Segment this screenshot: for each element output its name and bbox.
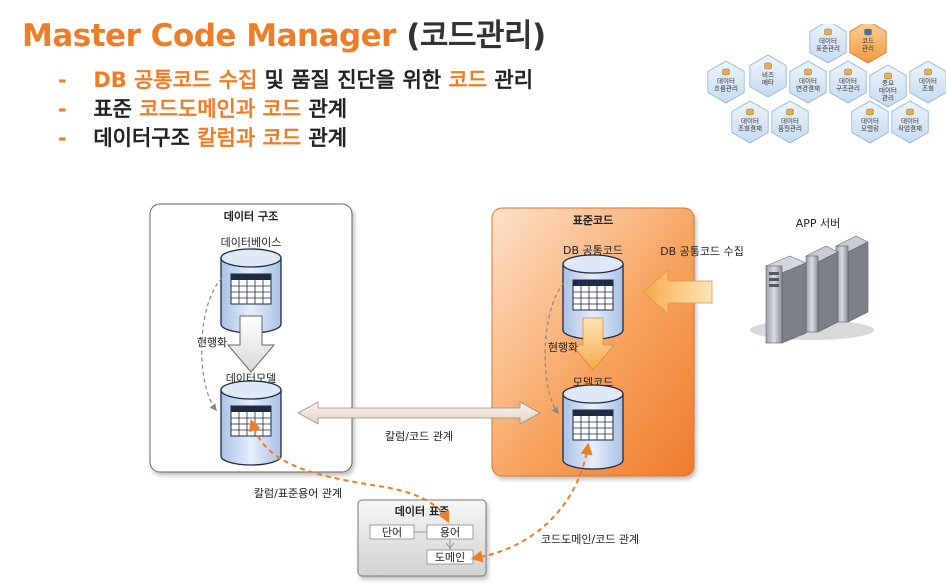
key-data-icon [884,72,892,80]
db-collect-label: DB 공통코드 수집 [660,245,744,258]
hex-menu-label: 관리 [882,93,894,102]
hex-menu-label: 조회결재 [738,124,762,133]
database-cylinder-icon [220,248,282,334]
model-code-cylinder-icon [562,384,624,470]
hex-menu-label: 데이터 [919,76,937,85]
hex-menu-label: 표준관리 [816,44,840,53]
bullet-item: - DB 공통코드 수집 및 품질 진단을 위한 코드 관리 [58,66,533,95]
change-approval-icon [804,68,812,76]
hex-menu-label: 데이터 [861,116,879,125]
bullet-item: - 데이터구조 칼럼과 코드 관계 [58,124,533,153]
bullet-text-part: 표준 [93,97,140,121]
bullet-text-part: 관계 [301,126,348,150]
code-domain-dashed-arrow [470,442,593,563]
lookup-icon [924,68,932,76]
db-code-label: DB 공통코드 [563,244,623,257]
hex-menu-label: 데이터 [741,116,759,125]
materialize-orange-down-arrow [571,317,615,371]
materialize-down-arrow [226,315,276,373]
domain-label: 도메인 [435,551,465,564]
bullet-text-part: 관리 [487,68,534,92]
database-label: 데이터베이스 [221,236,282,249]
bullet-item: - 표준 코드도메인과 코드 관계 [58,95,533,124]
materialize-dashed-arrow-right [544,282,565,415]
structure-icon [844,68,852,76]
flow-icon [722,68,730,76]
hex-menu-label: 흐름관리 [714,84,738,93]
biz-meta-icon [764,62,772,70]
bullet-text-part: 및 품질 진단을 위한 [257,68,449,92]
hex-menu-label: 데이터 [879,86,897,95]
bullet-text-part: 칼럼과 코드 [197,126,302,150]
data-structure-title: 데이터 구조 [224,209,278,223]
column-term-relation-label: 칼럼/표준용어 관계 [254,487,342,500]
materialize-label-right: 현행화 [548,341,578,354]
hex-menu-item[interactable]: 코드관리 [849,24,887,64]
hex-menu-label: 조회 [922,85,934,93]
hex-menu-label: 데이터 [799,76,817,85]
hex-menu-label: 데이터 [839,76,857,85]
title-sub: (코드관리) [406,18,546,54]
hex-menu-label: 모델링 [861,125,879,133]
hex-menu-label: 데이터 [781,116,799,125]
hex-menu-label: 작업결재 [898,124,922,133]
hex-menu-label: 구조관리 [836,84,860,93]
modeling-icon [866,108,874,116]
hex-menu-label: 관리 [862,44,874,53]
standard-code-title: 표준코드 [573,214,613,227]
app-server-icon [750,235,874,344]
quality-icon [786,108,794,116]
hex-menu-label: 데이터 [717,76,735,85]
materialize-dashed-arrow-left [201,277,223,412]
code-icon [864,28,872,36]
bullet-text-part: 코드 [448,68,488,92]
hex-menu-label: 메타 [762,78,774,87]
code-domain-relation-label: 코드도메인/코드 관계 [541,533,639,546]
column-term-dashed-arrow [249,419,450,524]
job-approval-icon [906,108,914,116]
bullet-text-part: 관계 [301,97,348,121]
title-main: Master Code Manager [22,18,396,54]
hex-menu-label: 비즈 [762,70,774,79]
column-code-relation-label: 칼럼/코드 관계 [385,430,453,443]
hex-menu-label: 품질관리 [778,124,802,133]
db-code-cylinder-icon [562,254,624,340]
bullet-text-part: 코드도메인과 코드 [139,97,302,121]
lookup-approval-icon [746,108,754,116]
bullet-dash: - [58,97,67,121]
bullet-list: - DB 공통코드 수집 및 품질 진단을 위한 코드 관리 - 표준 코드도메… [58,66,533,153]
hex-menu-label: 변경결재 [796,84,820,93]
bullet-dash: - [58,68,67,92]
term-label: 용어 [440,526,460,539]
page-title: Master Code Manager (코드관리) [22,10,546,55]
bullet-text-part: DB 공통코드 수집 [93,68,258,92]
materialize-label-left: 현행화 [197,336,227,349]
hex-menu-label: 코드 [862,37,874,45]
bullet-dash: - [58,126,67,150]
hex-menu-label: 데이터 [819,36,837,45]
app-server-label: APP 서버 [796,217,841,230]
hex-menu-label: 데이터 [901,116,919,125]
bullet-text-part: 데이터구조 [93,126,198,150]
compass-icon [824,28,832,36]
term-domain-connector [445,539,455,550]
db-collect-arrow [642,269,713,315]
hex-menu-label: 중요 [882,79,894,87]
word-label: 단어 [382,526,402,539]
